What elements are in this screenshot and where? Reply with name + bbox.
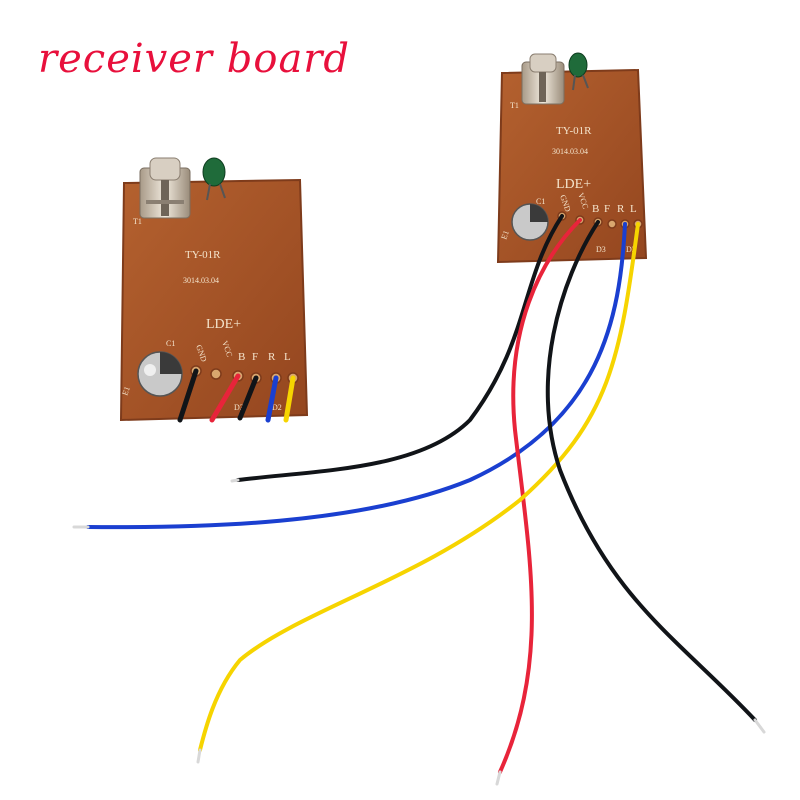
label-e1: E1 [120,385,131,396]
long-wires [86,214,757,774]
label-model: TY-01R [556,125,592,137]
coil-component [521,53,565,105]
pin-r: R [617,203,625,215]
green-capacitor [568,52,589,91]
coil-component [139,157,191,219]
copper-tips [72,478,766,786]
wire-red [498,218,582,774]
label-e1: E1 [499,229,510,240]
label-date: 3014.03.04 [552,147,588,156]
pad-d2: D2 [272,403,282,412]
label-date: 3014.03.04 [183,276,219,285]
pin-f: F [252,351,258,363]
label-led: LDE+ [556,177,591,192]
label-model: TY-01R [185,249,221,261]
pad-d3: D3 [596,245,606,254]
pin-f: F [604,203,610,215]
electrolytic-capacitor [511,203,549,241]
pad-d2: D2 [626,245,636,254]
label-t1: T1 [133,217,142,226]
wire-black [236,214,564,482]
electrolytic-capacitor [137,351,183,397]
pad-d3: D3 [234,403,244,412]
green-capacitor [202,157,226,201]
pin-l: L [630,203,637,215]
pin-b: B [238,351,245,363]
label-t1: T1 [510,101,519,110]
wire-blue [86,222,627,530]
wire-black [545,220,757,722]
wire-stubs-left [177,368,296,423]
receiver-board-left: T1 TY-01R 3014.03.04 LDE+ C1 E1 GND VCC … [119,157,309,423]
pin-r: R [268,351,276,363]
label-c1: C1 [166,339,175,348]
pin-l: L [284,351,291,363]
label-c1: C1 [536,197,545,206]
label-led: LDE+ [206,317,241,332]
receiver-board-right: T1 TY-01R 3014.03.04 LDE+ C1 E1 GND VCC … [496,52,648,264]
pin-b: B [592,203,599,215]
caption-receiver-board: receiver board [38,36,351,82]
wire-yellow [198,222,640,752]
